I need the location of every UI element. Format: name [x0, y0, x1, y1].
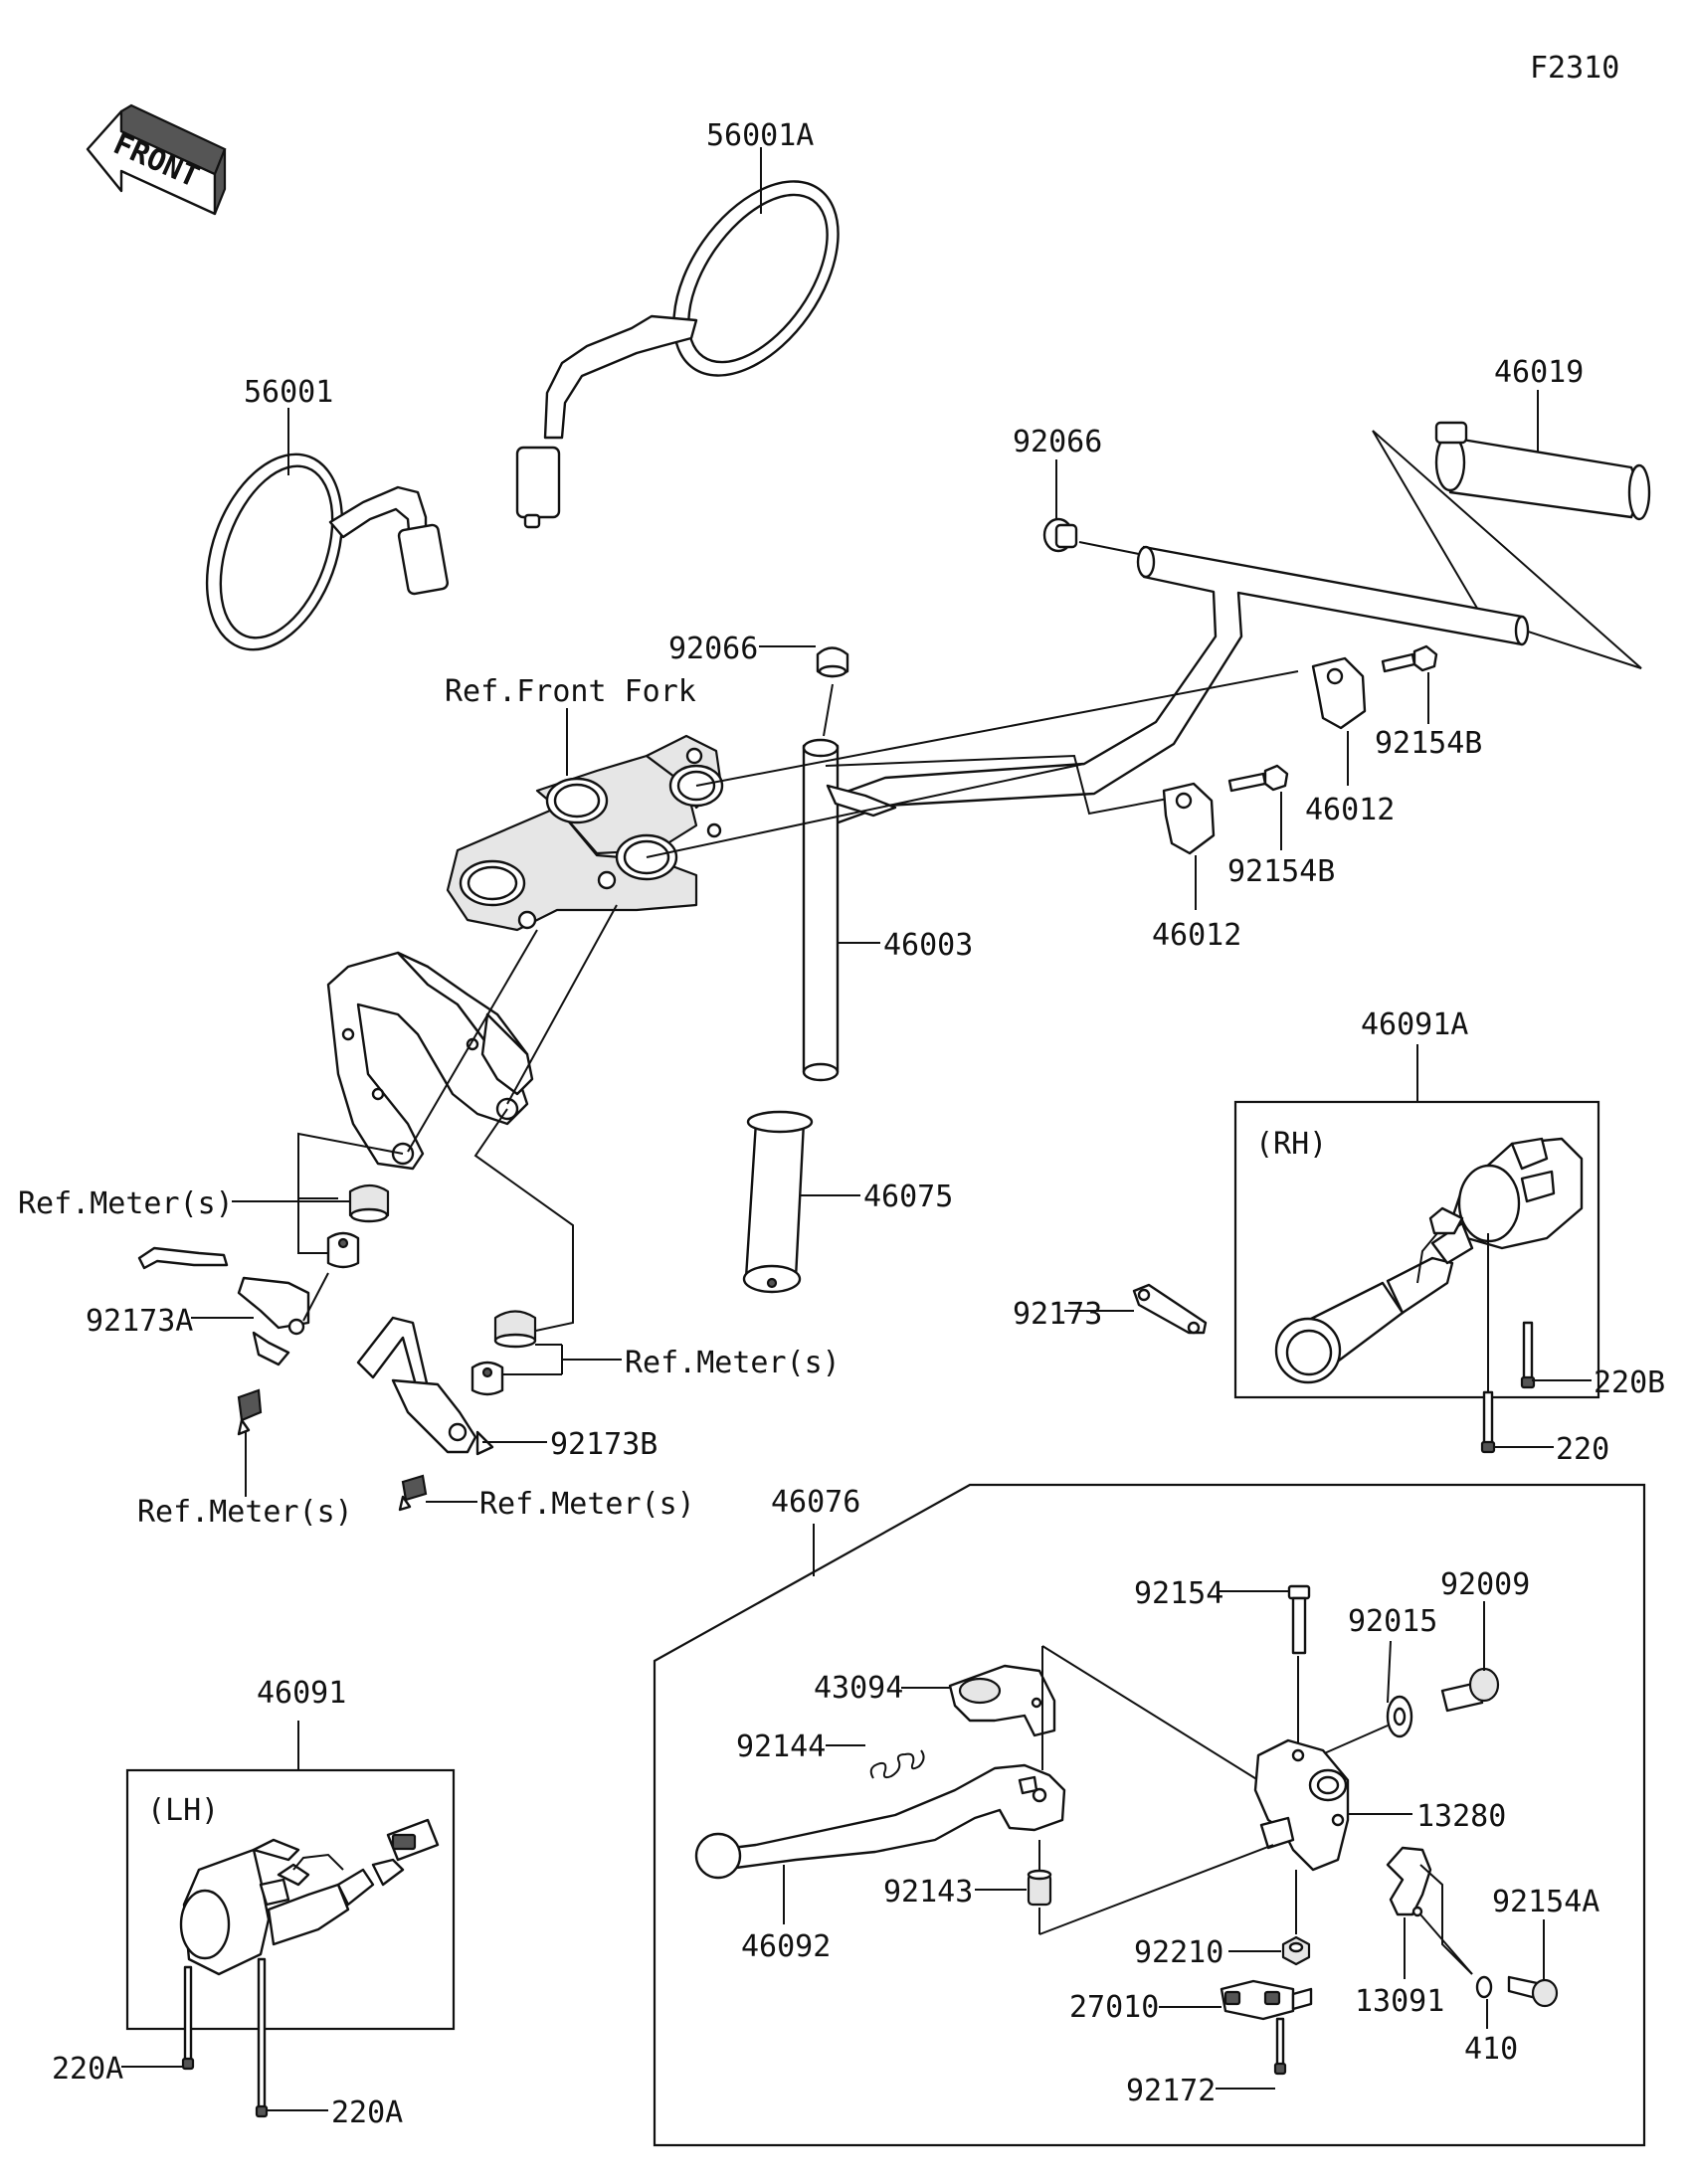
clamp-b — [356, 1316, 494, 1456]
label-clamp-rh: 92173 — [1013, 1297, 1102, 1332]
screw-220 — [1480, 1390, 1496, 1454]
label-bolt-holder-lower: 92154B — [1227, 854, 1335, 889]
label-spring-92144: 92144 — [736, 1729, 826, 1764]
label-bolt-92154: 92154 — [1134, 1576, 1223, 1611]
label-ref-meter-2: Ref.Meter(s) — [625, 1346, 841, 1380]
label-holder-13280: 13280 — [1416, 1799, 1506, 1834]
screw-220b — [1520, 1321, 1536, 1389]
screw-220a-2 — [255, 1957, 269, 2118]
label-screw-220b: 220B — [1594, 1365, 1665, 1400]
label-ref-meter-1: Ref.Meter(s) — [18, 1186, 234, 1221]
meter-bracket-right — [396, 951, 534, 1096]
grommet-1 — [348, 1183, 390, 1223]
label-switch-27010: 27010 — [1069, 1990, 1159, 2025]
spring-92144 — [869, 1749, 925, 1779]
switch-rh — [1274, 1137, 1584, 1384]
bolt-92154a — [1507, 1975, 1559, 2008]
collar-92143 — [1027, 1869, 1052, 1907]
holder-upper — [1311, 656, 1367, 730]
front-arrow-icon: FRONT — [86, 103, 227, 216]
holder-lower — [1162, 782, 1216, 855]
label-cover-43094: 43094 — [814, 1671, 903, 1706]
grip-left — [742, 1110, 814, 1294]
label-mirror-right: 56001A — [706, 118, 814, 153]
label-collar-92143: 92143 — [883, 1875, 973, 1910]
label-lever-46092: 46092 — [741, 1929, 831, 1964]
screw-92009 — [1440, 1667, 1500, 1713]
bolt-holder-lower — [1227, 764, 1289, 793]
screw-92172 — [1273, 2017, 1287, 2076]
label-clamp-a: 92173A — [86, 1304, 193, 1339]
label-holder-upper: 46012 — [1305, 793, 1395, 827]
label-screw-220a-2: 220A — [331, 2095, 403, 2130]
nut-92210 — [1281, 1935, 1311, 1966]
screw-meter-left — [237, 1388, 263, 1436]
clamp-13091 — [1386, 1846, 1432, 1917]
grommet-3 — [493, 1310, 537, 1349]
label-clamp-b: 92173B — [550, 1427, 658, 1462]
bolt-holder-upper — [1381, 644, 1438, 673]
mirror-left — [205, 453, 450, 651]
label-nut-92210: 92210 — [1134, 1935, 1223, 1970]
label-washer-410: 410 — [1464, 2032, 1518, 2067]
label-washer-92015: 92015 — [1348, 1604, 1437, 1639]
screw-meter-right — [398, 1474, 428, 1512]
meter-bracket-left — [326, 951, 529, 1171]
grommet-2 — [326, 1231, 360, 1269]
label-switch-lh: 46091 — [257, 1676, 346, 1711]
switch-27010 — [1220, 1979, 1313, 2021]
clamp-rh — [1132, 1283, 1208, 1335]
plug-top — [1042, 517, 1078, 553]
mirror-right — [515, 180, 840, 529]
label-bolt-92154a: 92154A — [1492, 1885, 1599, 1919]
bolt-92154 — [1287, 1584, 1311, 1655]
label-clamp-13091: 13091 — [1355, 1984, 1444, 2019]
label-screw-220: 220 — [1556, 1432, 1609, 1467]
label-ref-meter-4: Ref.Meter(s) — [479, 1487, 695, 1522]
holder-13280 — [1253, 1738, 1350, 1872]
label-switch-rh: 46091A — [1361, 1007, 1468, 1042]
clamp-a — [137, 1246, 310, 1366]
screw-220a-1 — [181, 1965, 195, 2071]
cover-43094 — [948, 1664, 1056, 1737]
lever-assy-box — [653, 1483, 1646, 2147]
label-ref-meter-3: Ref.Meter(s) — [137, 1495, 353, 1530]
label-plug-mid: 92066 — [668, 632, 758, 666]
label-lever-assy: 46076 — [771, 1485, 860, 1520]
label-mirror-left: 56001 — [244, 375, 333, 410]
label-screw-220a-1: 220A — [52, 2052, 123, 2087]
label-ref-front-fork: Ref.Front Fork — [445, 674, 696, 709]
label-grip-right: 46019 — [1494, 355, 1584, 390]
grip-right — [1434, 421, 1651, 521]
label-rh-tag: (RH) — [1255, 1127, 1327, 1162]
switch-lh-box — [125, 1768, 456, 2031]
label-plug-top: 92066 — [1013, 425, 1102, 459]
washer-410 — [1475, 1975, 1493, 1999]
label-handlebar: 46003 — [883, 928, 973, 963]
grommet-4 — [470, 1361, 504, 1396]
label-screw-92009: 92009 — [1440, 1567, 1530, 1602]
label-holder-lower: 46012 — [1152, 918, 1241, 953]
label-screw-92172: 92172 — [1126, 2074, 1216, 2108]
diagram-code: F2310 — [1530, 51, 1619, 86]
switch-lh — [179, 1818, 440, 1976]
label-grip-left: 46075 — [863, 1180, 953, 1214]
label-lh-tag: (LH) — [147, 1793, 219, 1828]
washer-92015 — [1386, 1695, 1413, 1738]
label-bolt-holder-upper: 92154B — [1375, 726, 1482, 761]
plug-mid — [816, 646, 849, 678]
lever-46092 — [694, 1763, 1066, 1880]
triple-clamp — [446, 734, 724, 932]
